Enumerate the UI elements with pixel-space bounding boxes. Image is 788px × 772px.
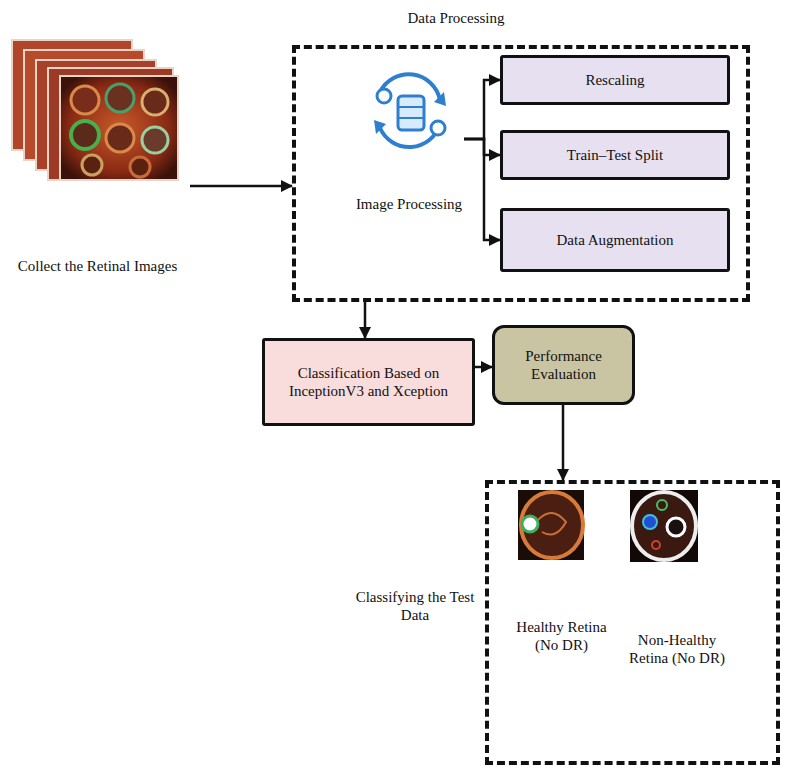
- image-source: Collect the Retinal Images: [5, 35, 190, 275]
- node-label: Image Processing: [354, 195, 464, 213]
- healthy-retina-image: [518, 490, 584, 560]
- node-label: Performance Evaluation: [503, 347, 624, 383]
- arrow-connector: [364, 302, 367, 338]
- arrow-connector: [464, 139, 500, 155]
- arrow-connector: [464, 80, 500, 139]
- process-box: Train–Test Split: [500, 130, 730, 180]
- node-label: Rescaling: [585, 71, 644, 89]
- icon-node: Image Processing: [354, 73, 464, 213]
- processing-icon: [374, 74, 446, 147]
- image-node: Non-Healthy Retina (No DR): [621, 489, 733, 667]
- process-box: Performance Evaluation: [492, 325, 635, 405]
- process-group: Data ProcessingImage ProcessingRescaling…: [292, 45, 750, 302]
- non-healthy-retina-image: [630, 490, 698, 562]
- group-heading: Classifying the Test Data: [355, 588, 475, 624]
- retinal-image-stack: [12, 40, 178, 180]
- arrow-connector: [562, 405, 565, 480]
- group-heading: Data Processing: [366, 9, 546, 27]
- node-label: Collect the Retinal Images: [5, 257, 190, 275]
- node-label: Classification Based on InceptionV3 and …: [273, 364, 464, 400]
- image-node: Healthy Retina (No DR): [514, 489, 609, 654]
- arrow-connector: [190, 185, 292, 188]
- node-label: Train–Test Split: [567, 146, 663, 164]
- node-label: Healthy Retina (No DR): [514, 618, 609, 654]
- process-box: Classification Based on InceptionV3 and …: [262, 338, 475, 426]
- arrow-connector: [464, 139, 500, 240]
- process-box: Data Augmentation: [500, 208, 730, 272]
- node-label: Non-Healthy Retina (No DR): [621, 631, 733, 667]
- arrow-connector: [475, 366, 492, 369]
- node-label: Data Augmentation: [556, 231, 673, 249]
- output-group: Classifying the Test DataHealthy Retina …: [485, 480, 780, 765]
- process-box: Rescaling: [500, 55, 730, 105]
